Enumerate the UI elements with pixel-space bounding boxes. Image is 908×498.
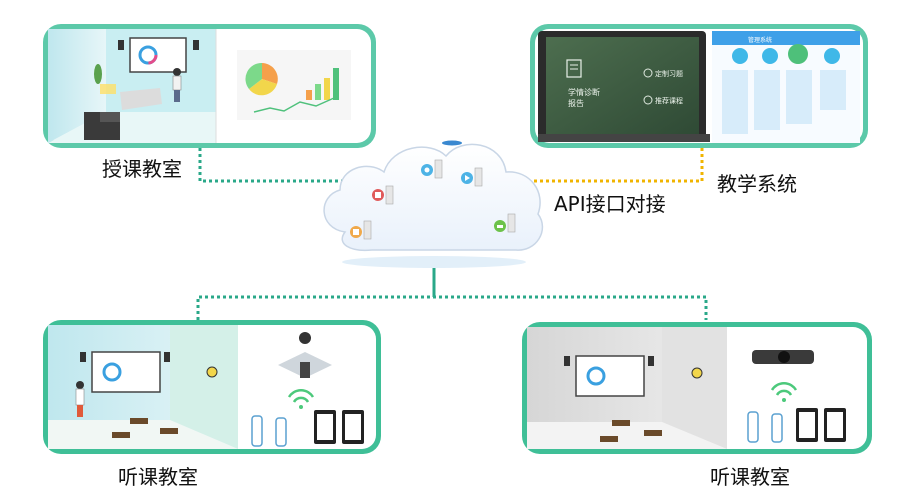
label-lecture-room: 授课教室: [102, 157, 182, 181]
lecture-room-panel: [43, 24, 376, 148]
label-teaching-system: 教学系统: [717, 172, 797, 196]
pie-chart-icon: [245, 62, 278, 96]
screen-text-recommend: 推荐课程: [655, 96, 683, 105]
teaching-system-panel: 学情诊断 报告 定制习题 推荐课程 管理系统: [530, 24, 868, 148]
connectors: [196, 148, 708, 320]
connector-bus: [196, 295, 708, 320]
students: [112, 418, 178, 438]
wifi-icon: [287, 388, 315, 409]
flow-nodes: [732, 44, 840, 64]
laptop-screen: [546, 37, 699, 134]
wifi-icon: [770, 381, 798, 402]
tablet-devices: [314, 410, 364, 444]
bar-chart-icon: [306, 68, 339, 100]
students: [600, 420, 662, 442]
conference-camera-icon: [278, 332, 332, 378]
connector-api: [500, 148, 704, 183]
video-camera-icon: [752, 350, 814, 364]
connector-lecture-cloud: [198, 148, 345, 183]
label-listen-room-right: 听课教室: [710, 465, 790, 489]
line-chart-icon: [253, 97, 335, 113]
screen-text-report: 报告: [568, 98, 584, 108]
gear-icon: [421, 164, 433, 176]
label-api-link: API接口对接: [554, 192, 666, 216]
listen-room-left-panel: [43, 320, 381, 454]
folder-orange-icon: [350, 226, 362, 238]
play-icon: [461, 172, 473, 184]
clicker-devices: [747, 411, 783, 443]
whiteboard: [129, 37, 187, 73]
listen-room-right-panel: [522, 322, 872, 454]
document-red-icon: [372, 189, 384, 201]
chart-green-icon: [494, 220, 506, 232]
flow-columns: [722, 70, 846, 134]
tablet-devices: [796, 408, 846, 442]
label-listen-room-left: 听课教室: [118, 465, 198, 489]
screen-text-practice: 定制习题: [655, 69, 683, 78]
clicker-devices: [251, 415, 287, 447]
cloud: [323, 140, 544, 268]
screen-text-diagnosis: 学情诊断: [568, 87, 600, 97]
screen-text-header: 管理系统: [748, 36, 772, 44]
